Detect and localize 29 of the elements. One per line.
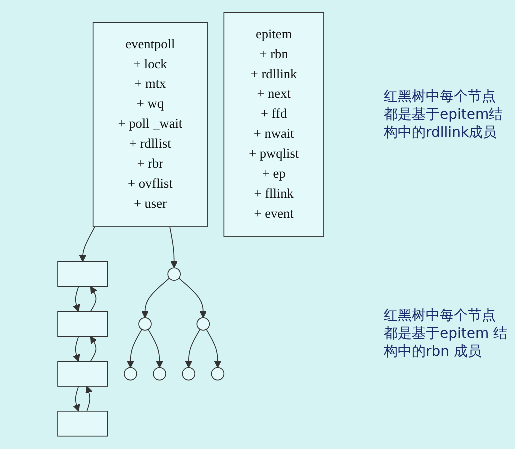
node-box: [58, 411, 108, 437]
arrow: [127, 329, 143, 368]
node-circle: [124, 367, 138, 381]
node-box: eventpoll + lock + mtx + wq + poll _wait + rdllist + rbr + ovflist + user: [92, 22, 208, 228]
arrow: [170, 226, 178, 268]
arrow: [90, 336, 98, 362]
arrow: [73, 336, 80, 362]
brace-note: 红黑树中每个节点都是基于epitem 结构中的rbn 成员: [384, 306, 509, 361]
arrow: [90, 286, 98, 312]
arrow: [86, 386, 93, 412]
arrow: [79, 226, 96, 262]
node-circle: [211, 367, 225, 381]
node-circle: [168, 268, 181, 281]
arrow: [185, 329, 201, 368]
node-circle: [138, 318, 152, 331]
node-circle: [153, 367, 166, 381]
arrow: [178, 278, 208, 318]
node-box: epitem + rbn + rdllink + next + ffd + nwait + pwqlist + ep + fllink + event: [224, 12, 324, 238]
node-box: [58, 311, 108, 338]
brace-note: 红黑树中每个节点都是基于epitem结构中的rdllink成员: [384, 88, 504, 142]
node-box: [58, 261, 108, 288]
arrow: [206, 329, 222, 368]
arrow: [73, 386, 80, 412]
arrow: [142, 278, 170, 318]
arrow: [73, 286, 80, 312]
node-circle: [182, 367, 196, 381]
arrow: [148, 329, 164, 368]
node-box: [58, 361, 108, 387]
node-circle: [196, 318, 210, 331]
